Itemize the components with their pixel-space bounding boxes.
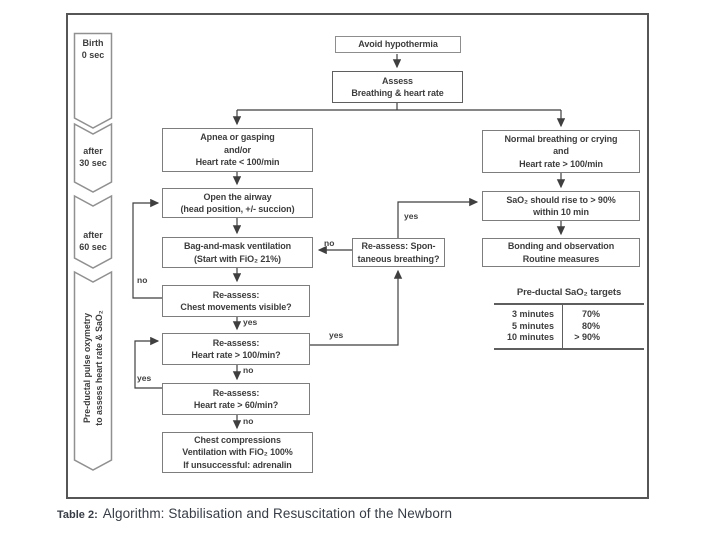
airway-line1: Open the airway (203, 191, 272, 202)
sao2-row-value: > 90% (574, 332, 600, 342)
edge-label-hr60-no: no (243, 416, 254, 426)
edge-label-spont-yes: yes (404, 211, 419, 221)
chest-line2: Chest movements visible? (180, 302, 292, 312)
box-sao2-rise: SaO₂ should rise to > 90% within 10 min (482, 191, 640, 221)
bonding-line2: Routine measures (522, 253, 600, 264)
timeline-after-30: after 30 sec (74, 145, 112, 169)
timeline-after30-line2: 30 sec (79, 158, 107, 168)
timeline-oxymetry-label: Pre-ductal pulse oxymetry to assess hear… (80, 278, 106, 458)
timeline-after-60: after 60 sec (74, 229, 112, 253)
sao2-row-time: 10 minutes (506, 332, 554, 342)
oxymetry-line2: to assess heart rate & SaO₂ (94, 310, 104, 426)
box-chest-compressions: Chest compressions Ventilation with FiO₂… (162, 432, 313, 473)
chest-line1: Re-assess: (212, 289, 260, 300)
edge-label-hr100-no: no (243, 365, 254, 375)
compressions-line2: Ventilation with FiO₂ 100% (182, 447, 293, 458)
timeline-after60-line2: 60 sec (79, 242, 107, 252)
normal-line2: and (553, 146, 569, 157)
hr100-line1: Re-assess: (212, 337, 260, 348)
bagmask-line1: Bag-and-mask ventilation (183, 241, 292, 251)
hr100-line2: Heart rate > 100/min? (191, 350, 281, 360)
box-reassess-hr-60: Re-assess: Heart rate > 60/min? (162, 383, 310, 415)
timeline-after30-line1: after (83, 146, 103, 156)
assess-line2: Breathing & heart rate (351, 88, 444, 98)
apnea-line1: Apnea or gasping (200, 132, 275, 143)
spont-line1: Re-assess: Spon- (361, 241, 436, 251)
box-open-airway: Open the airway (head position, +/- succ… (162, 188, 313, 218)
compressions-line3: If unsuccessful: adrenalin (183, 459, 292, 470)
sao2-row-time: 5 minutes (511, 320, 554, 331)
edge-label-spont-no: no (324, 238, 335, 248)
normal-line3: Heart rate > 100/min (519, 158, 603, 169)
edge-label-hr100-yes: yes (329, 330, 344, 340)
sao2-targets-table: Pre-ductal SaO₂ targets 3 minutes 5 minu… (494, 287, 644, 350)
timeline-after60-line1: after (83, 230, 103, 240)
box-bag-mask-ventilation: Bag-and-mask ventilation (Start with FiO… (162, 237, 313, 268)
airway-line2: (head position, +/- succion) (180, 204, 295, 214)
edge-label-loop-airway-no: no (137, 275, 148, 285)
sao2-row-time: 3 minutes (511, 309, 554, 319)
sao2-row-value: 80% (581, 320, 600, 331)
caption-text: Algorithm: Stabilisation and Resuscitati… (102, 506, 453, 521)
apnea-line3: Heart rate < 100/min (195, 157, 280, 168)
box-apnea-gasping: Apnea or gasping and/or Heart rate < 100… (162, 128, 313, 172)
timeline-birth: Birth 0 sec (74, 37, 112, 61)
timeline-chevrons (73, 32, 113, 471)
oxymetry-line1: Pre-ductal pulse oxymetry (82, 313, 92, 423)
timeline-birth-line2: 0 sec (81, 50, 105, 60)
box-assess: Assess Breathing & heart rate (332, 71, 463, 103)
edge-label-loop-hr100-yes: yes (137, 373, 152, 383)
bagmask-line2: (Start with FiO₂ 21%) (194, 253, 281, 264)
sao2-table-value-column: 70% 80% > 90% (563, 305, 644, 348)
sao2-table-title: Pre-ductal SaO₂ targets (516, 287, 622, 298)
sao2rise-line2: within 10 min (533, 207, 589, 217)
timeline-birth-line1: Birth (82, 38, 104, 48)
normal-line1: Normal breathing or crying (504, 133, 618, 144)
box-reassess-spontaneous-breathing: Re-assess: Spon- taneous breathing? (352, 238, 445, 267)
box-avoid-hypothermia: Avoid hypothermia (335, 36, 461, 53)
box-normal-breathing: Normal breathing or crying and Heart rat… (482, 130, 640, 173)
box-reassess-hr-100: Re-assess: Heart rate > 100/min? (162, 333, 310, 365)
box-reassess-chest-movements: Re-assess: Chest movements visible? (162, 285, 310, 317)
hr60-line1: Re-assess: (212, 387, 260, 398)
sao2rise-line1: SaO₂ should rise to > 90% (506, 194, 616, 205)
compressions-line1: Chest compressions (194, 434, 281, 445)
sao2-table-time-column: 3 minutes 5 minutes 10 minutes (494, 305, 563, 348)
apnea-line2: and/or (224, 144, 251, 155)
assess-line1: Assess (382, 75, 413, 86)
figure-caption: Table 2: Algorithm: Stabilisation and Res… (57, 505, 452, 523)
sao2-table-grid: 3 minutes 5 minutes 10 minutes 70% 80% >… (494, 303, 644, 350)
avoid-text: Avoid hypothermia (358, 39, 438, 50)
caption-prefix: Table 2: (57, 509, 98, 521)
flow-arrows (132, 54, 566, 430)
spont-line2: taneous breathing? (357, 253, 440, 264)
box-bonding-observation: Bonding and observation Routine measures (482, 238, 640, 267)
bonding-line1: Bonding and observation (507, 241, 615, 251)
hr60-line2: Heart rate > 60/min? (193, 400, 279, 410)
sao2-row-value: 70% (581, 309, 600, 319)
edge-label-chest-yes: yes (243, 317, 258, 327)
